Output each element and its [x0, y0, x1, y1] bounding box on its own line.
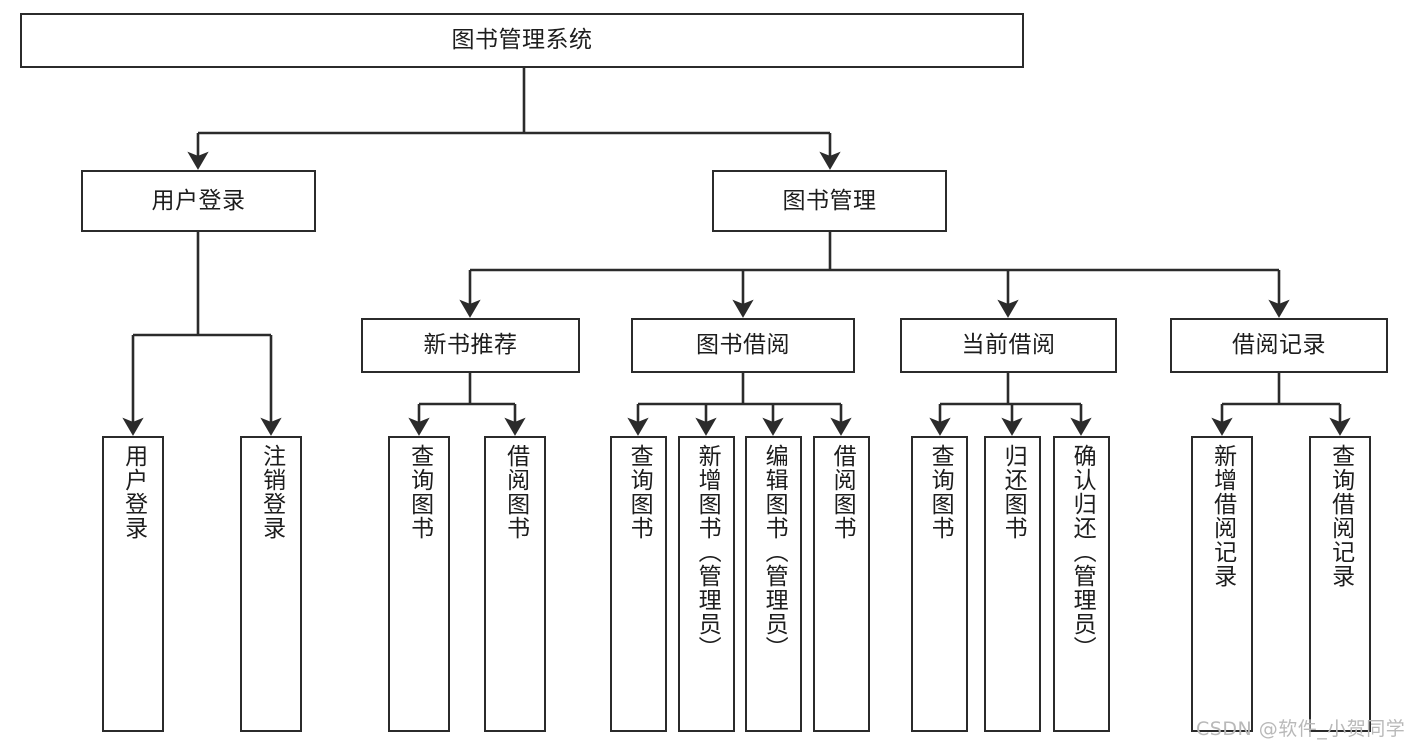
edge-group-root [187, 68, 841, 170]
edge-group-book-borrow [627, 373, 852, 436]
node-leaf-user-logout-label: 注销登录 [258, 444, 285, 540]
edge-group-current-borrow [929, 373, 1092, 436]
node-leaf-user-logout[interactable]: 注销登录 [240, 436, 302, 732]
node-leaf-borrow-add[interactable]: 新增图书（管理员） [678, 436, 735, 732]
edge-group-borrow-record [1211, 373, 1351, 436]
node-leaf-cur-return-label: 归还图书 [1000, 444, 1027, 540]
node-leaf-borrow-lend[interactable]: 借阅图书 [813, 436, 870, 732]
node-leaf-borrow-edit-label: 编辑图书（管理员） [761, 444, 788, 660]
node-leaf-rec-add-label: 新增借阅记录 [1209, 444, 1236, 588]
node-book-manage-label: 图书管理 [782, 187, 877, 214]
node-user-login[interactable]: 用户登录 [81, 170, 316, 232]
node-borrow-record[interactable]: 借阅记录 [1170, 318, 1388, 373]
node-current-borrow-label: 当前借阅 [961, 332, 1056, 359]
node-leaf-cur-confirm-label: 确认归还（管理员） [1069, 444, 1096, 660]
node-root-label: 图书管理系统 [451, 27, 593, 54]
node-leaf-borrow-query-label: 查询图书 [626, 444, 653, 540]
node-leaf-cur-query-label: 查询图书 [927, 444, 954, 540]
node-leaf-cur-return[interactable]: 归还图书 [984, 436, 1041, 732]
node-leaf-borrow-query[interactable]: 查询图书 [610, 436, 667, 732]
node-book-borrow-label: 图书借阅 [696, 332, 790, 359]
node-leaf-rec-borrow-label: 借阅图书 [502, 444, 529, 540]
node-leaf-user-login[interactable]: 用户登录 [102, 436, 164, 732]
node-leaf-cur-query[interactable]: 查询图书 [911, 436, 968, 732]
node-leaf-rec-search[interactable]: 查询借阅记录 [1309, 436, 1371, 732]
edge-group-book-manage [459, 232, 1290, 318]
node-book-manage[interactable]: 图书管理 [712, 170, 947, 232]
edge-group-new-book-rec [408, 373, 526, 436]
node-leaf-borrow-lend-label: 借阅图书 [829, 444, 856, 540]
node-book-borrow[interactable]: 图书借阅 [631, 318, 855, 373]
node-leaf-cur-confirm[interactable]: 确认归还（管理员） [1053, 436, 1110, 732]
edge-group-user-login [122, 232, 282, 436]
node-leaf-rec-borrow[interactable]: 借阅图书 [484, 436, 546, 732]
node-current-borrow[interactable]: 当前借阅 [900, 318, 1117, 373]
node-leaf-rec-query-label: 查询图书 [406, 444, 433, 540]
node-borrow-record-label: 借阅记录 [1232, 332, 1326, 359]
node-leaf-rec-query[interactable]: 查询图书 [388, 436, 450, 732]
node-leaf-user-login-label: 用户登录 [120, 444, 147, 540]
node-user-login-label: 用户登录 [151, 187, 246, 214]
node-new-book-rec-label: 新书推荐 [423, 332, 518, 359]
node-new-book-rec[interactable]: 新书推荐 [361, 318, 580, 373]
node-root[interactable]: 图书管理系统 [20, 13, 1024, 68]
node-leaf-rec-add[interactable]: 新增借阅记录 [1191, 436, 1253, 732]
node-leaf-borrow-edit[interactable]: 编辑图书（管理员） [745, 436, 802, 732]
node-leaf-rec-search-label: 查询借阅记录 [1327, 444, 1354, 588]
node-leaf-borrow-add-label: 新增图书（管理员） [694, 444, 721, 660]
csdn-watermark: CSDN @软件_小贺同学 [1196, 718, 1405, 740]
